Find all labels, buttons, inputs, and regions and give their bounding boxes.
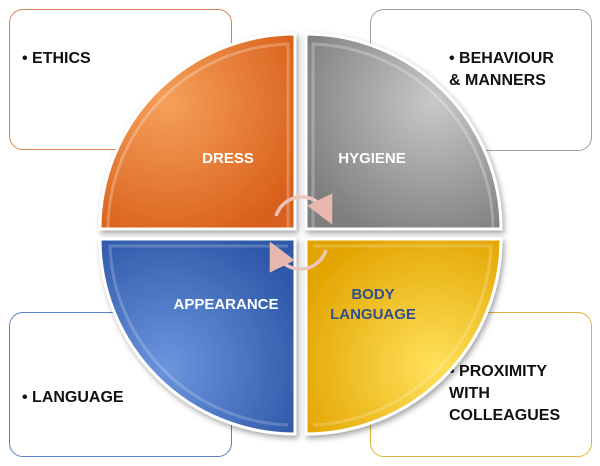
label-body-language-line1: BODY xyxy=(351,286,394,303)
box-proximity-text: • PROXIMITY WITH COLLEAGUES xyxy=(449,363,561,424)
box-behaviour-text: • BEHAVIOUR & MANNERS xyxy=(449,50,554,89)
label-body-language-line2: LANGUAGE xyxy=(330,306,416,323)
quadrant-dress xyxy=(98,32,297,231)
quadrant-hygiene xyxy=(304,32,503,231)
cycle-arrows-icon xyxy=(269,193,333,273)
label-dress: DRESS xyxy=(202,150,254,167)
quadrant-body-language xyxy=(304,237,503,436)
quadrant-appearance xyxy=(98,237,297,436)
label-appearance: APPEARANCE xyxy=(173,296,278,313)
label-hygiene: HYGIENE xyxy=(338,150,406,167)
box-language-text: • LANGUAGE xyxy=(22,389,124,406)
box-ethics-text: • ETHICS xyxy=(22,50,91,67)
